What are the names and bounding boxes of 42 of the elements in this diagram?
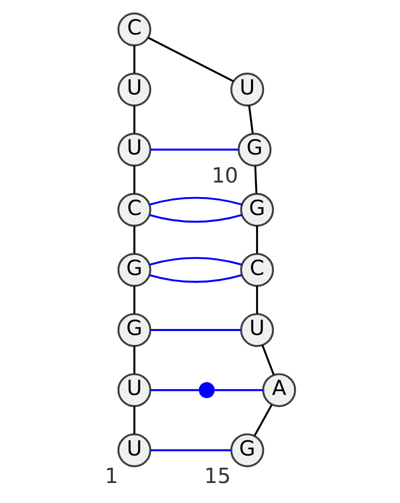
node-circle: A <box>262 373 296 408</box>
node-circle: U <box>230 72 264 106</box>
connector <box>149 274 242 283</box>
node-circle: G <box>238 132 272 167</box>
connector <box>150 389 200 392</box>
connector <box>150 329 241 332</box>
connector <box>149 256 242 266</box>
connector <box>148 36 234 82</box>
node-circle: C <box>240 252 274 287</box>
node-circle: G <box>230 433 264 468</box>
connector <box>254 166 258 194</box>
connector <box>248 105 254 134</box>
node-circle: U <box>240 313 274 347</box>
node-circle: C <box>117 12 152 46</box>
connector <box>214 389 264 392</box>
connector <box>133 286 136 314</box>
node-circle: U <box>117 72 152 106</box>
connector <box>256 286 258 314</box>
connector <box>261 344 275 376</box>
connector <box>133 166 136 194</box>
connector <box>149 214 242 223</box>
connector <box>256 226 258 254</box>
node-label: 10 <box>212 163 238 188</box>
node-circle: U <box>117 433 152 468</box>
connector <box>150 449 232 452</box>
connector <box>133 406 136 434</box>
node-circle: U <box>117 373 152 408</box>
node-label: 15 <box>204 464 231 488</box>
connector <box>133 226 136 254</box>
connector <box>254 404 273 436</box>
connector <box>133 46 136 74</box>
connector <box>149 196 242 206</box>
node-circle: C <box>117 192 152 227</box>
connector <box>133 106 136 134</box>
node-circle: G <box>117 252 152 287</box>
node-circle: G <box>117 313 152 347</box>
connector <box>133 346 136 374</box>
node-circle: U <box>117 132 152 167</box>
node-circle <box>198 382 215 398</box>
connector <box>150 148 238 151</box>
node-circle: G <box>240 192 274 227</box>
node-label: 1 <box>104 464 118 488</box>
